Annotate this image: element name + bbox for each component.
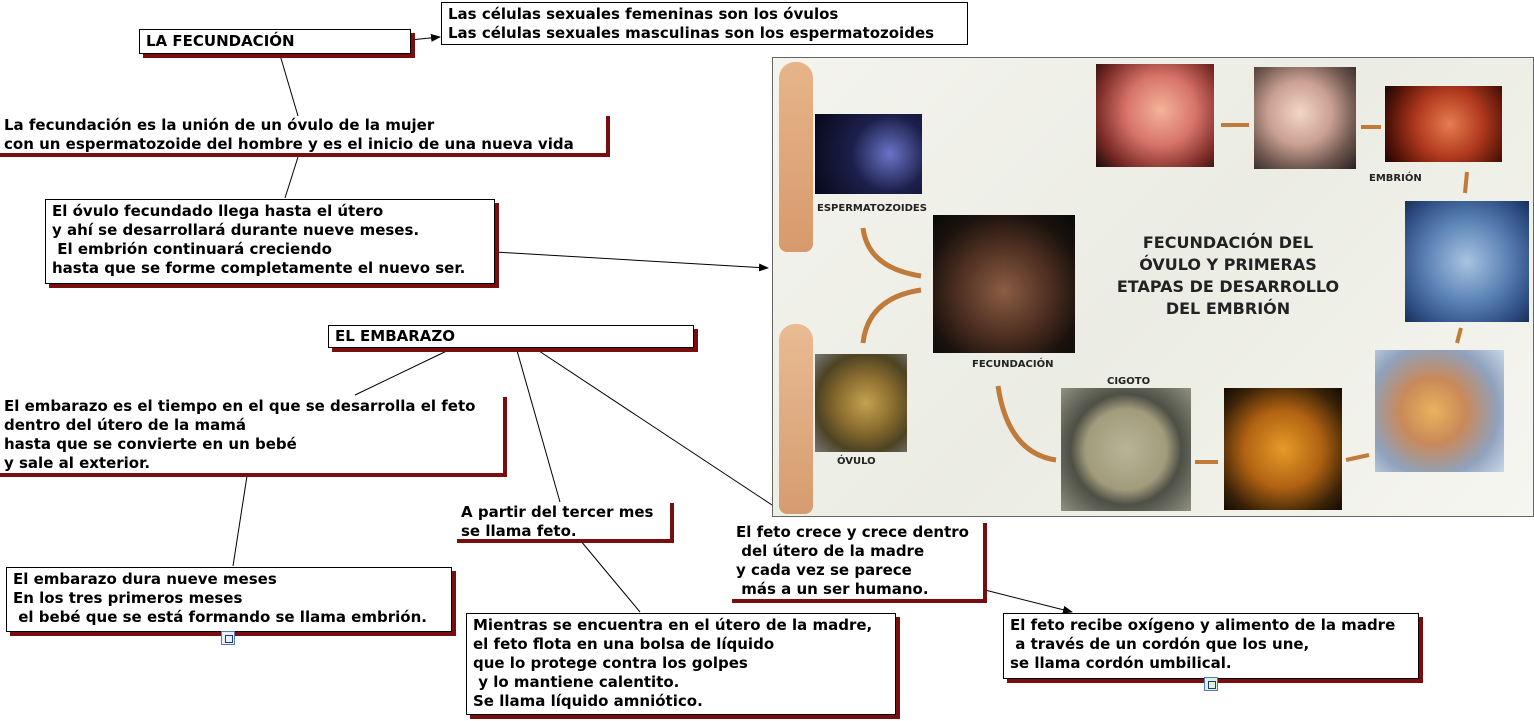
link-feto-liquido bbox=[579, 539, 641, 613]
celulas-line-2: Las células sexuales masculinas son los … bbox=[448, 24, 935, 42]
arrow-twocell-fourcell bbox=[1345, 453, 1370, 462]
stage-arrows bbox=[860, 123, 1469, 464]
duracion-box[interactable]: El embarazo dura nueve meses En los tres… bbox=[6, 567, 452, 632]
link-embarazo-definicion bbox=[354, 346, 456, 396]
cordon-box[interactable]: El feto recibe oxígeno y alimento de la … bbox=[1003, 613, 1419, 679]
image-icon[interactable] bbox=[1204, 677, 1218, 691]
celulas-box[interactable]: Las células sexuales femeninas son los ó… bbox=[441, 2, 968, 45]
link-utero-picture bbox=[494, 251, 769, 272]
liquido-box[interactable]: Mientras se encuentra en el útero de la … bbox=[466, 613, 896, 715]
duracion-line-1: El embarazo dura nueve meses bbox=[13, 570, 277, 588]
zygote-image bbox=[1061, 388, 1191, 511]
embarazo-definicion-text[interactable]: El embarazo es el tiempo en el que se de… bbox=[0, 397, 507, 477]
caption-fecundacion: FECUNDACIÓN bbox=[972, 359, 1054, 370]
cordon-line-2: a través de un cordón que los une, bbox=[1010, 635, 1310, 653]
duracion-line-3: el bebé que se está formando se llama em… bbox=[13, 608, 427, 626]
feto-line-1: A partir del tercer mes bbox=[461, 503, 654, 521]
crece-text[interactable]: El feto crece y crece dentro del útero d… bbox=[732, 523, 987, 603]
embarazo-def-line-1: El embarazo es el tiempo en el que se de… bbox=[4, 397, 476, 415]
female-figure-image bbox=[779, 324, 813, 514]
definicion-line-2: con un espermatozoide del hombre y es el… bbox=[4, 135, 574, 153]
development-picture: ESPERMATOZOIDES ÓVULO FECUNDACIÓN CIGOTO… bbox=[772, 57, 1534, 517]
picture-title: FECUNDACIÓN DEL ÓVULO Y PRIMERAS ETAPAS … bbox=[1103, 232, 1353, 320]
fecundacion-definicion-text[interactable]: La fecundación es la unión de un óvulo d… bbox=[0, 116, 610, 157]
celulas-line-1: Las células sexuales femeninas son los ó… bbox=[448, 5, 839, 23]
link-embarazo-feto bbox=[515, 346, 561, 503]
embryo-image-2 bbox=[1254, 67, 1356, 169]
arrow-fertilization-zygote bbox=[995, 385, 1057, 463]
embarazo-title-box[interactable]: EL EMBARAZO bbox=[328, 325, 694, 348]
morula-image bbox=[1405, 201, 1529, 322]
link-fecundacion-celulas bbox=[409, 33, 441, 42]
caption-espermatozoides: ESPERMATOZOIDES bbox=[817, 203, 927, 214]
fecundacion-title-box[interactable]: LA FECUNDACIÓN bbox=[139, 29, 411, 54]
embarazo-def-line-3: hasta que se convierte en un bebé bbox=[4, 435, 297, 453]
utero-box[interactable]: El óvulo fecundado llega hasta el útero … bbox=[45, 199, 495, 284]
arrow-morula-embryo3 bbox=[1463, 171, 1469, 194]
document-icon[interactable] bbox=[221, 631, 235, 645]
cordon-line-3: se llama cordón umbilical. bbox=[1010, 654, 1232, 672]
male-figure-image bbox=[779, 62, 813, 252]
crece-line-3: y cada vez se parece bbox=[736, 561, 912, 579]
liquido-line-1: Mientras se encuentra en el útero de la … bbox=[473, 616, 873, 634]
link-fecundacion-definicion bbox=[279, 54, 299, 117]
picture-title-line-1: FECUNDACIÓN DEL bbox=[1142, 233, 1314, 252]
arrow-fourcell-morula bbox=[1455, 327, 1463, 344]
link-definicion-utero bbox=[284, 156, 299, 199]
caption-embrion: EMBRIÓN bbox=[1369, 173, 1422, 184]
two-cell-image bbox=[1224, 388, 1342, 510]
picture-title-line-2: ÓVULO Y PRIMERAS bbox=[1139, 255, 1317, 274]
liquido-line-4: y lo mantiene calentito. bbox=[473, 673, 680, 691]
utero-line-4: hasta que se forme completamente el nuev… bbox=[52, 259, 466, 277]
caption-cigoto: CIGOTO bbox=[1107, 376, 1151, 387]
arrow-ovum-fertilization bbox=[860, 287, 922, 344]
crece-line-2: del útero de la madre bbox=[736, 542, 925, 560]
utero-line-2: y ahí se desarrollará durante nueve mese… bbox=[52, 221, 420, 239]
liquido-line-2: el feto flota en una bolsa de líquido bbox=[473, 635, 775, 653]
utero-line-1: El óvulo fecundado llega hasta el útero bbox=[52, 202, 384, 220]
feto-line-2: se llama feto. bbox=[461, 522, 577, 540]
embryo-image-1 bbox=[1096, 64, 1214, 167]
cordon-line-1: El feto recibe oxígeno y alimento de la … bbox=[1010, 616, 1396, 634]
four-cell-image bbox=[1375, 350, 1504, 472]
duracion-line-2: En los tres primeros meses bbox=[13, 589, 243, 607]
crece-line-4: más a un ser humano. bbox=[736, 580, 929, 598]
embarazo-title: EL EMBARAZO bbox=[335, 327, 456, 345]
ovum-image bbox=[815, 354, 907, 452]
link-definicion-duracion bbox=[232, 475, 248, 567]
link-crece-cordon bbox=[984, 589, 1073, 614]
crece-line-1: El feto crece y crece dentro bbox=[736, 523, 969, 541]
fertilization-image bbox=[933, 215, 1075, 353]
utero-line-3: El embrión continuará creciendo bbox=[52, 240, 332, 258]
definicion-line-1: La fecundación es la unión de un óvulo d… bbox=[4, 116, 435, 134]
fecundacion-title: LA FECUNDACIÓN bbox=[146, 32, 295, 50]
arrow-sperm-fertilization bbox=[860, 227, 922, 279]
sperm-image bbox=[815, 114, 922, 194]
embryo-image-3 bbox=[1385, 86, 1502, 162]
feto-text[interactable]: A partir del tercer mes se llama feto. bbox=[457, 503, 674, 543]
embarazo-def-line-2: dentro del útero de la mamá bbox=[4, 416, 247, 434]
link-embarazo-crece bbox=[532, 346, 773, 506]
picture-title-line-3: ETAPAS DE DESARROLLO bbox=[1116, 277, 1340, 296]
embarazo-def-line-4: y sale al exterior. bbox=[4, 454, 151, 472]
liquido-line-5: Se llama líquido amniótico. bbox=[473, 692, 703, 710]
picture-title-line-4: DEL EMBRIÓN bbox=[1165, 299, 1291, 318]
caption-ovulo: ÓVULO bbox=[837, 456, 876, 467]
liquido-line-3: que lo protege contra los golpes bbox=[473, 654, 748, 672]
